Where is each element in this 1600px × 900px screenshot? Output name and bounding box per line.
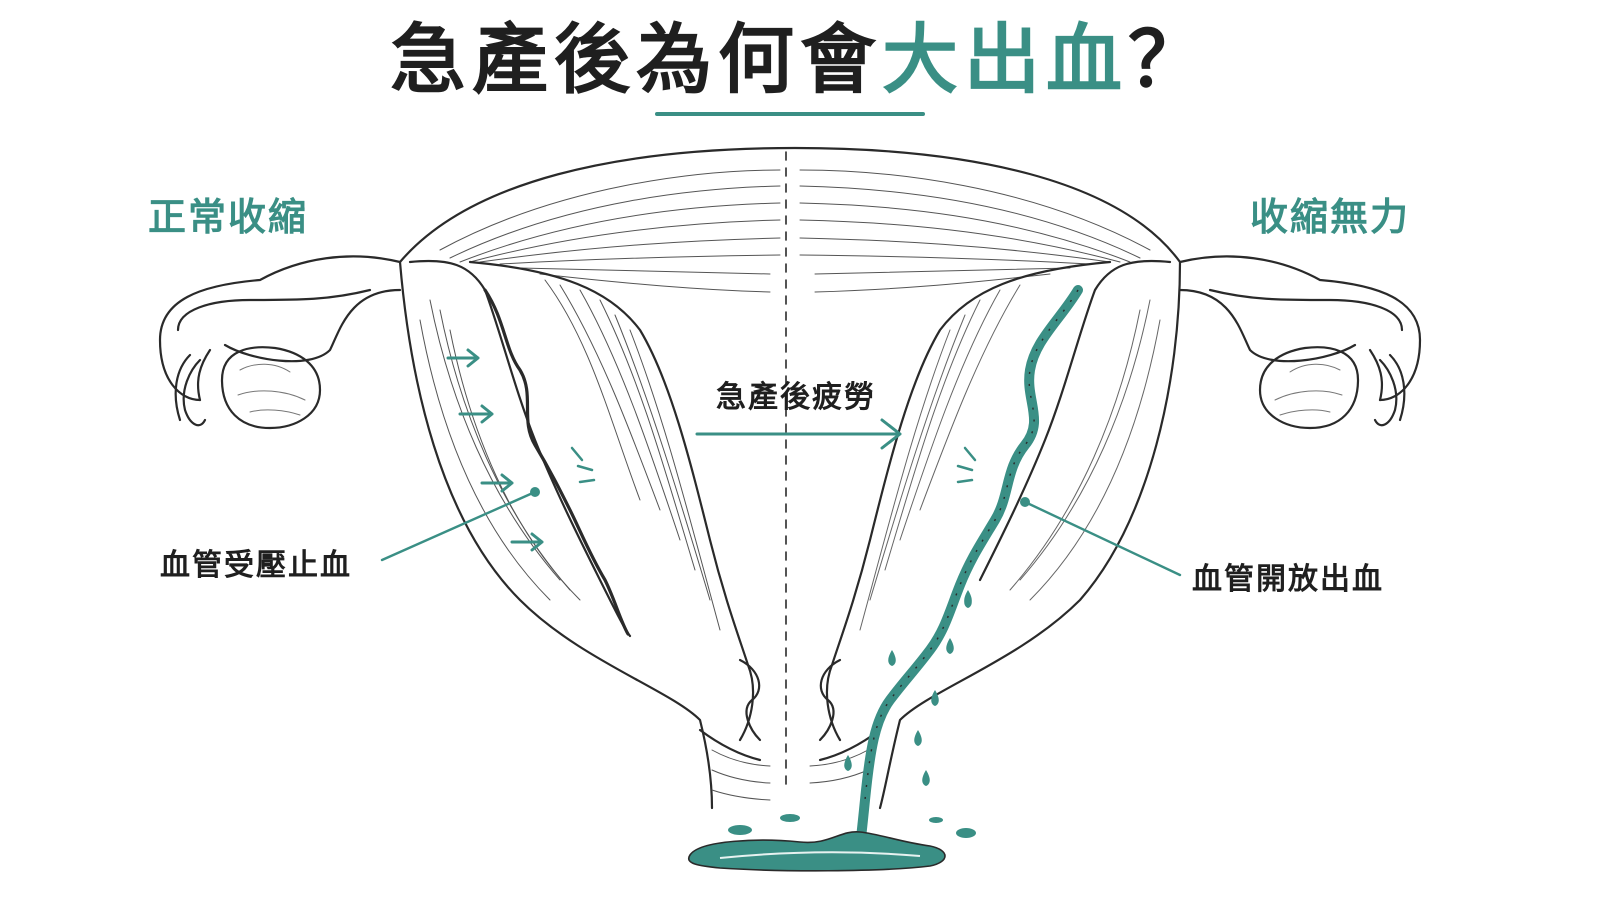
- right-ovary-texture: [1274, 363, 1343, 416]
- right-callout-label: 血管開放出血: [1192, 562, 1384, 597]
- center-arrow-label: 急產後疲勞: [716, 380, 876, 415]
- left-fallopian-tube: [158, 255, 402, 402]
- left-ovary: [220, 346, 322, 430]
- right-cervix-fibers: [809, 749, 869, 784]
- left-fimbriae: [174, 348, 212, 427]
- blood-pool: [687, 831, 946, 872]
- title-prefix: 急產後為何會: [390, 15, 882, 104]
- title-highlight: 大出血: [882, 15, 1128, 104]
- blood-pool-highlight: [719, 851, 921, 859]
- left-cervix: [698, 658, 762, 762]
- right-ovary: [1258, 346, 1360, 430]
- left-muscle-fibers: [419, 279, 721, 631]
- left-heading: 正常收縮: [148, 195, 309, 239]
- right-callout-dot: [1020, 497, 1030, 507]
- uterus-outline: [398, 146, 1182, 810]
- left-callout-dot: [530, 487, 540, 497]
- right-fallopian-tube: [1178, 255, 1422, 402]
- page-title: 急產後為何會大出血？: [0, 12, 1600, 108]
- right-muscle-layer: [825, 260, 1112, 742]
- fundus-fibers: [439, 169, 1151, 293]
- left-compressed-vessel: [483, 288, 630, 636]
- right-open-vessel: [853, 285, 1083, 865]
- left-pressure-marks: [570, 446, 596, 484]
- left-ovary-texture: [237, 363, 306, 416]
- left-callout-line: [380, 490, 537, 562]
- right-muscle-fibers: [859, 284, 1161, 631]
- right-fimbriae: [1368, 348, 1406, 427]
- right-inner-wall: [978, 259, 1172, 582]
- right-callout-line: [1023, 500, 1182, 577]
- right-heading: 收縮無力: [1250, 195, 1411, 239]
- right-pressure-marks: [956, 446, 977, 484]
- left-inner-wall: [408, 259, 632, 638]
- left-muscle-layer: [468, 260, 755, 742]
- center-arrow: [695, 418, 902, 450]
- left-callout-label: 血管受壓止血: [160, 548, 352, 583]
- title-suffix: ？: [1128, 15, 1210, 104]
- left-cervix-fibers: [711, 749, 771, 801]
- left-compression-arrows: [446, 348, 544, 552]
- right-vessel-highlight: [864, 289, 1079, 801]
- blood-drops: [728, 590, 976, 838]
- title-underline: [655, 112, 925, 116]
